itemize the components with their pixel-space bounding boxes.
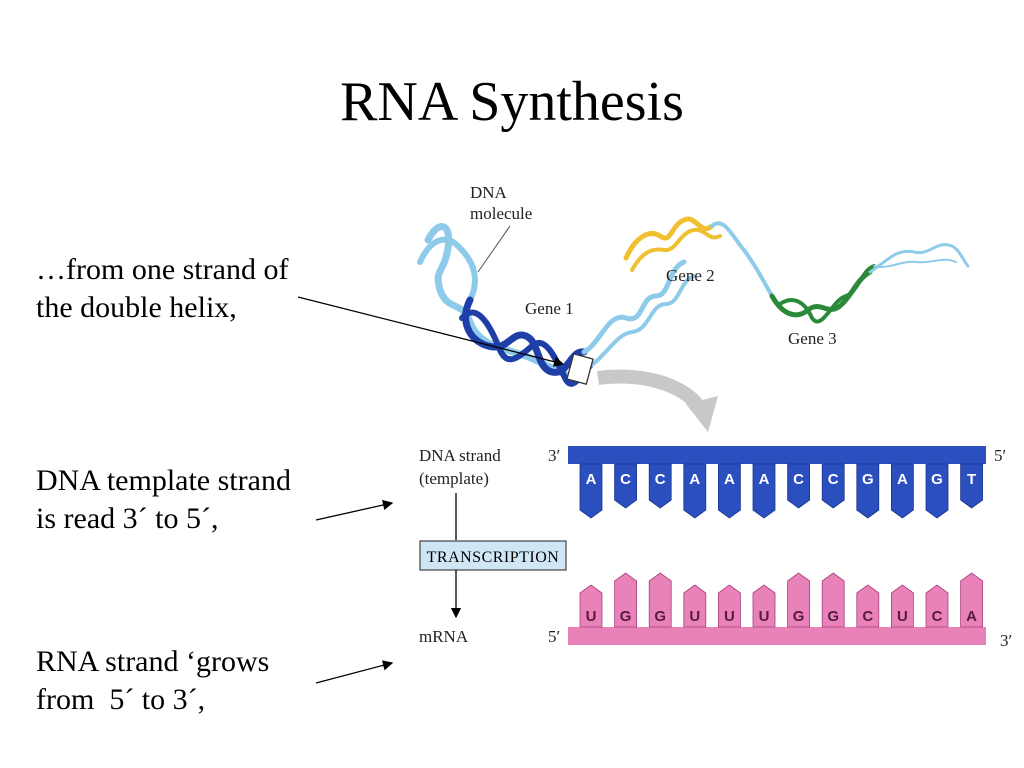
pointer-rna — [315, 660, 394, 684]
pointer-template — [315, 499, 394, 521]
dna-5prime-end: 5′ — [994, 446, 1006, 465]
rna-base-tooth — [891, 584, 914, 628]
rna-base-letter: G — [827, 608, 839, 625]
gene-2-segment — [623, 216, 715, 261]
dna-3prime-end: 3′ — [548, 446, 560, 465]
rna-base-tooth — [614, 572, 637, 628]
dna-base-tooth — [960, 463, 983, 509]
dna-molecule-helix — [417, 216, 970, 387]
gene-3-segment — [769, 269, 873, 318]
dna-strand-label-line1: DNA strand — [419, 446, 501, 465]
rna-base-tooth — [752, 584, 776, 628]
rna-base-letter: U — [897, 608, 908, 625]
dna-base-letter: C — [620, 471, 631, 488]
gene-3-label: Gene 3 — [788, 329, 837, 348]
dna-base-tooth — [752, 463, 776, 519]
rna-base-letter: U — [759, 608, 770, 625]
gene-2-label: Gene 2 — [666, 266, 715, 285]
dna-base-tooth — [579, 463, 603, 519]
dna-base-tooth — [821, 463, 845, 509]
dna-base-tooth — [648, 463, 672, 509]
dna-base-tooth — [925, 463, 949, 519]
mrna-backbone — [568, 627, 986, 645]
dna-base-letter: A — [724, 471, 735, 488]
dna-base-letter: C — [793, 471, 804, 488]
mrna-label: mRNA — [419, 627, 469, 646]
rna-base-letter: U — [586, 608, 597, 625]
rna-base-letter: C — [932, 608, 943, 625]
dna-molecule-label-line2: molecule — [470, 204, 532, 223]
dna-base-letter: G — [862, 471, 874, 488]
dna-base-letter: T — [967, 471, 976, 488]
dna-base-tooth — [787, 463, 810, 509]
rna-base-tooth — [648, 572, 672, 628]
rna-base-tooth — [683, 584, 707, 628]
dna-base-tooth — [614, 463, 637, 509]
dna-template-backbone — [568, 446, 986, 464]
rna-base-tooth — [856, 584, 880, 628]
rna-base-letter: G — [793, 608, 805, 625]
mrna-5prime-end: 5′ — [548, 627, 560, 646]
transcription-label: TRANSCRIPTION — [427, 549, 560, 566]
rna-base-letter: U — [724, 608, 735, 625]
dna-molecule-leader — [477, 225, 511, 273]
rna-base-tooth — [925, 584, 949, 628]
dna-base-letter: A — [897, 471, 908, 488]
dna-base-letter: A — [759, 471, 770, 488]
dna-base-tooth — [891, 463, 914, 519]
rna-base-tooth — [579, 584, 603, 628]
rna-base-tooth — [718, 584, 741, 628]
dna-base-letter: C — [828, 471, 839, 488]
dna-base-tooth — [856, 463, 880, 519]
note-rna: RNA strand ‘grows from 5´ to 3´, — [36, 645, 270, 716]
gene-1-label: Gene 1 — [525, 299, 574, 318]
rna-base-tooth — [821, 572, 845, 628]
note-template: DNA template strand is read 3´ to 5´, — [36, 464, 291, 535]
dna-base-tooth — [683, 463, 707, 519]
zoom-arrow — [597, 369, 709, 416]
rna-base-letter: G — [654, 608, 666, 625]
slide-title: RNA Synthesis — [340, 71, 684, 133]
pointer-strand — [297, 296, 565, 367]
dna-base-letter: C — [655, 471, 666, 488]
dna-strand-label-line2: (template) — [419, 469, 489, 488]
dna-base-letter: A — [689, 471, 700, 488]
rna-base-letter: U — [689, 608, 700, 625]
zoom-arrow-head — [686, 396, 718, 432]
rna-base-tooth — [787, 572, 810, 628]
mrna-3prime-end: 3′ — [1000, 631, 1012, 650]
rna-base-letter: A — [966, 608, 977, 625]
dna-molecule-label-line1: DNA — [470, 183, 508, 202]
dna-base-letter: G — [931, 471, 943, 488]
rna-base-tooth — [960, 572, 983, 628]
dna-base-letter: A — [586, 471, 597, 488]
note-strand: …from one strand of the double helix, — [36, 253, 289, 324]
rna-base-letter: G — [620, 608, 632, 625]
transcription-box — [419, 540, 567, 571]
rna-base-letter: C — [862, 608, 873, 625]
dna-base-tooth — [718, 463, 741, 519]
